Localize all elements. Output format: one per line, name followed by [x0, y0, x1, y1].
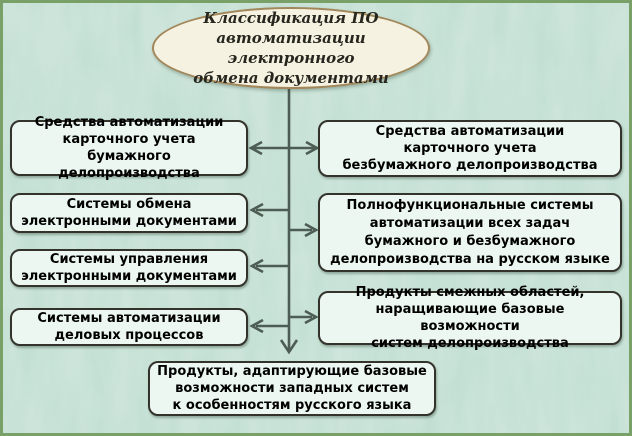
arrow-row1-left-head [248, 140, 263, 156]
trunk-down-arrowhead [279, 339, 299, 355]
arrow-left2-head [249, 202, 264, 218]
arrow-left4-head [249, 318, 264, 334]
root-node-classification: Классификация ПО автоматизации электронн… [152, 7, 430, 89]
arrow-row1-right-head [305, 140, 320, 156]
arrow-right2-head [304, 222, 319, 238]
box-electronic-exchange-systems: Системы обмена электронными документами [10, 193, 248, 233]
box-card-automation-paperless: Средства автоматизации карточного учета … [318, 120, 622, 177]
box-card-automation-paper: Средства автоматизации карточного учета … [10, 115, 248, 181]
box-business-process-automation: Системы автоматизации деловых процессов [10, 308, 248, 346]
arrow-left3-head [249, 258, 264, 274]
box-full-function-systems: Полнофункциональные системы автоматизаци… [318, 193, 622, 272]
box-electronic-document-management: Системы управления электронными документ… [10, 249, 248, 287]
box-localization-products: Продукты, адаптирующие базовые возможнос… [148, 361, 436, 416]
arrow-right3-head [304, 309, 319, 325]
box-adjacent-area-products: Продукты смежных областей, наращивающие … [318, 285, 622, 351]
